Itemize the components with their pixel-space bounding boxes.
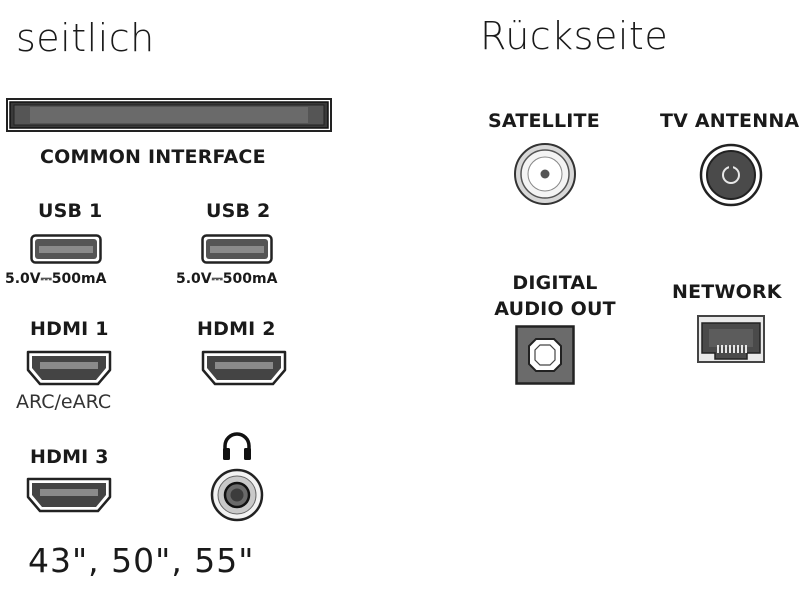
hdmi2-label: HDMI 2 [197, 318, 276, 340]
digital-audio-label-line2: AUDIO OUT [494, 298, 616, 320]
side-heading: seitlich [16, 16, 155, 60]
optical-port-icon [515, 325, 575, 385]
hdmi1-label: HDMI 1 [30, 318, 109, 340]
usb1-spec: 5.0V⎓500mA [5, 271, 107, 287]
satellite-label: SATELLITE [488, 110, 600, 132]
hdmi-port-icon [26, 477, 112, 513]
headphones-icon [220, 430, 254, 462]
hdmi-port-icon [26, 350, 112, 386]
common-interface-slot [6, 98, 332, 132]
screen-sizes: 43", 50", 55" [28, 541, 255, 580]
usb1-label: USB 1 [38, 200, 103, 222]
usb-port-icon [201, 234, 273, 264]
ethernet-port-icon [697, 315, 765, 363]
network-label: NETWORK [672, 281, 782, 303]
satellite-connector-icon [513, 142, 577, 206]
hdmi-port-icon [201, 350, 287, 386]
usb2-label: USB 2 [206, 200, 271, 222]
tv-antenna-label: TV ANTENNA [660, 110, 800, 132]
digital-audio-label-line1: DIGITAL [512, 272, 598, 294]
hdmi1-arc-label: ARC/eARC [16, 391, 112, 413]
hdmi3-label: HDMI 3 [30, 446, 109, 468]
digital-audio-label: DIGITAL AUDIO OUT [490, 270, 620, 322]
usb2-spec: 5.0V⎓500mA [176, 271, 278, 287]
headphone-jack-icon [210, 468, 264, 522]
usb-port-icon [30, 234, 102, 264]
antenna-connector-icon [699, 143, 763, 207]
common-interface-label: COMMON INTERFACE [40, 146, 266, 168]
back-heading: Rückseite [480, 14, 669, 58]
